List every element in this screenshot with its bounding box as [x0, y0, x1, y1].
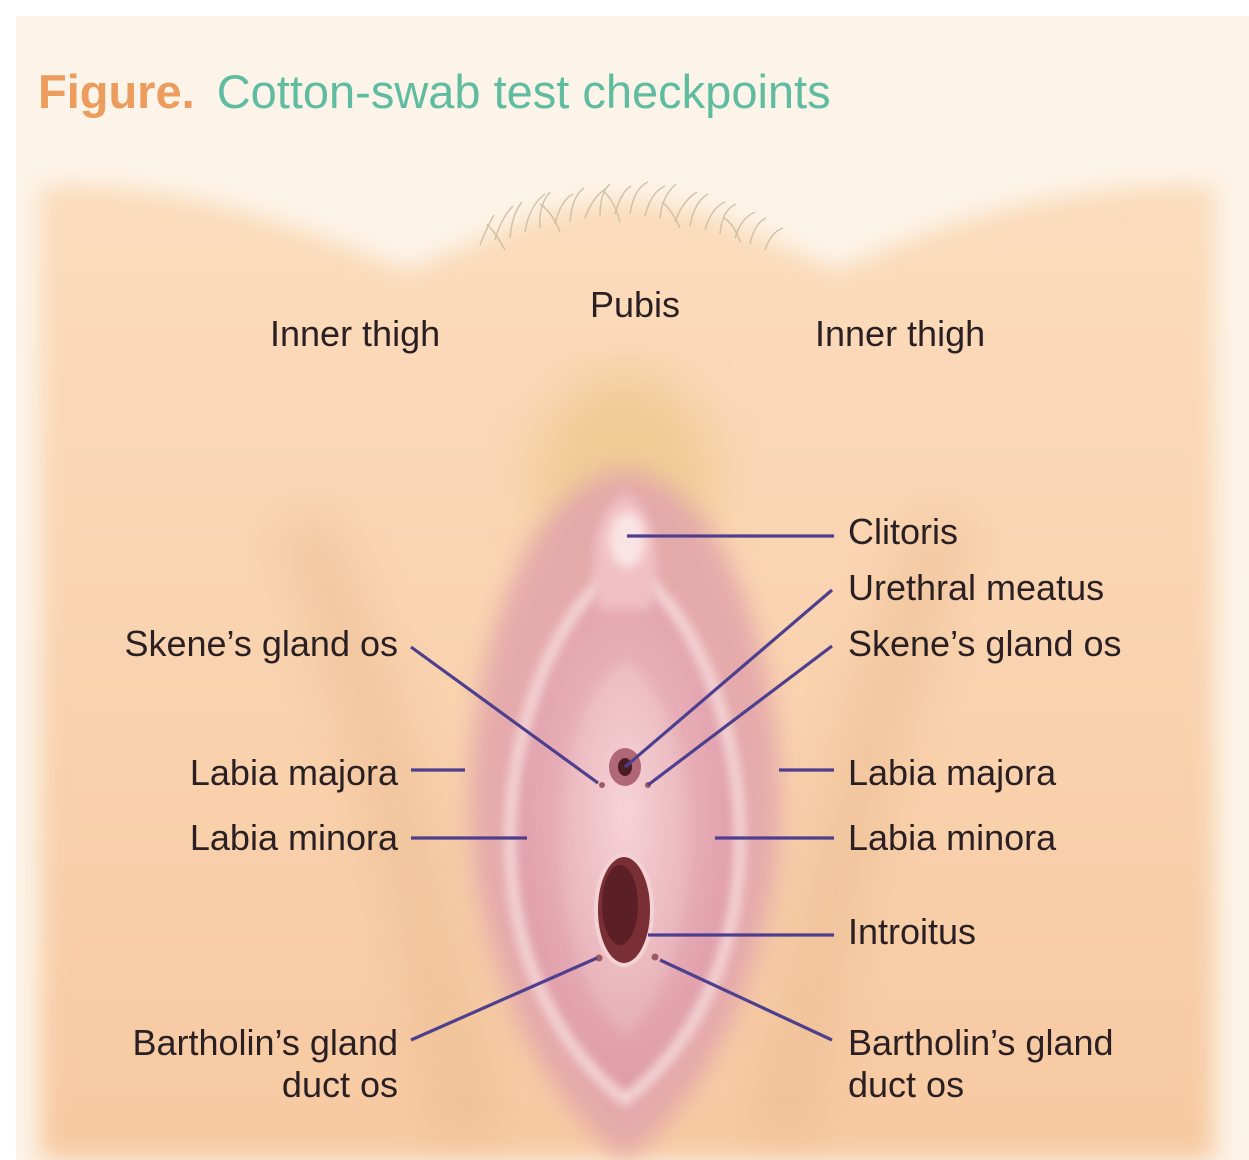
label-bartholins-right-line1: Bartholin’s gland — [848, 1022, 1114, 1063]
label-labia-minora-left: Labia minora — [189, 817, 398, 858]
label-urethral-meatus: Urethral meatus — [848, 567, 1105, 608]
label-skenes-gland-os-right: Skene’s gland os — [848, 623, 1122, 664]
leader-bartholins-right — [659, 958, 833, 1042]
leader-skenes-right — [647, 644, 833, 787]
label-introitus: Introitus — [848, 911, 977, 952]
clitoris-shape — [593, 492, 657, 660]
leader-skenes-left — [410, 645, 599, 785]
leader-lines — [410, 534, 834, 1042]
vestibule-shape — [560, 660, 690, 1035]
leader-bartholins-left — [410, 956, 598, 1042]
label-labia-minora-right: Labia minora — [848, 817, 1057, 858]
label-labia-majora-right: Labia majora — [848, 752, 1057, 793]
label-clitoris: Clitoris — [848, 511, 959, 552]
label-pubis: Pubis — [590, 284, 681, 325]
pubic-hair — [479, 181, 784, 251]
label-skenes-gland-os-left: Skene’s gland os — [124, 623, 398, 664]
label-inner-thigh-left: Inner thigh — [270, 313, 441, 354]
label-inner-thigh-right: Inner thigh — [815, 313, 986, 354]
introitus-shape — [594, 853, 659, 967]
figure-title-text: Cotton-swab test checkpoints — [216, 65, 831, 118]
label-bartholins-right-line2: duct os — [848, 1064, 965, 1105]
leader-urethral-meatus — [623, 588, 834, 769]
figure-title-lead: Figure. — [38, 65, 195, 118]
figure-title: Figure. Cotton-swab test checkpoints — [38, 64, 831, 120]
label-bartholins-left-line2: duct os — [281, 1064, 398, 1105]
label-bartholins-left-line1: Bartholin’s gland — [132, 1022, 398, 1063]
label-labia-majora-left: Labia majora — [189, 752, 398, 793]
